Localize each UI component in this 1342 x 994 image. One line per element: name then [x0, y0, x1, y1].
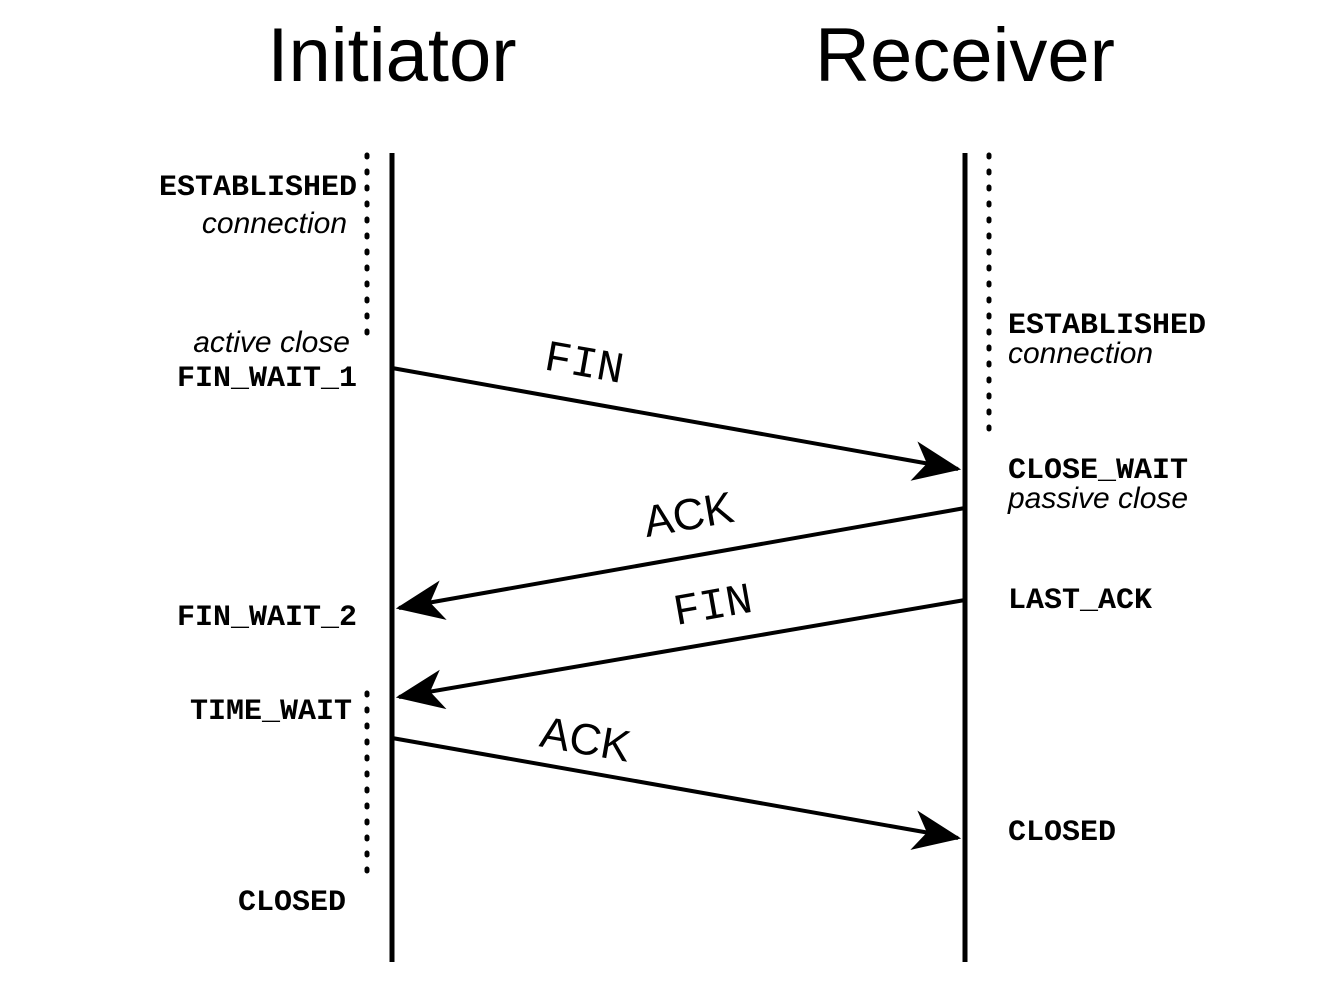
message-arrow-ack-1	[395, 506, 966, 620]
left-label-active-close: active close	[193, 326, 350, 359]
message-arrow-fin-1	[391, 366, 962, 481]
right-label-passive-close: passive close	[1008, 482, 1189, 515]
left-label-connection: connection	[201, 207, 347, 240]
right-label-last-ack: LAST_ACK	[1008, 584, 1153, 618]
actor-title-initiator: Initiator	[267, 13, 517, 98]
message-arrow-ack-2	[391, 736, 962, 850]
message-arrow-fin-2	[395, 598, 966, 710]
right-label-close-wait: CLOSE_WAIT	[1008, 454, 1189, 488]
left-label-time-wait: TIME_WAIT	[189, 695, 352, 729]
left-label-fin-wait-1: FIN_WAIT_1	[176, 362, 357, 396]
left-label-established: ESTABLISHED	[158, 171, 357, 205]
left-label-closed: CLOSED	[237, 886, 346, 920]
right-label-established: ESTABLISHED	[1008, 309, 1207, 343]
message-label-fin-1: FIN	[540, 333, 628, 397]
message-label-fin-2: FIN	[669, 575, 757, 639]
right-label-closed: CLOSED	[1008, 816, 1117, 850]
actor-title-receiver: Receiver	[815, 13, 1115, 98]
right-label-connection: connection	[1008, 337, 1154, 370]
left-label-fin-wait-2: FIN_WAIT_2	[176, 601, 357, 635]
